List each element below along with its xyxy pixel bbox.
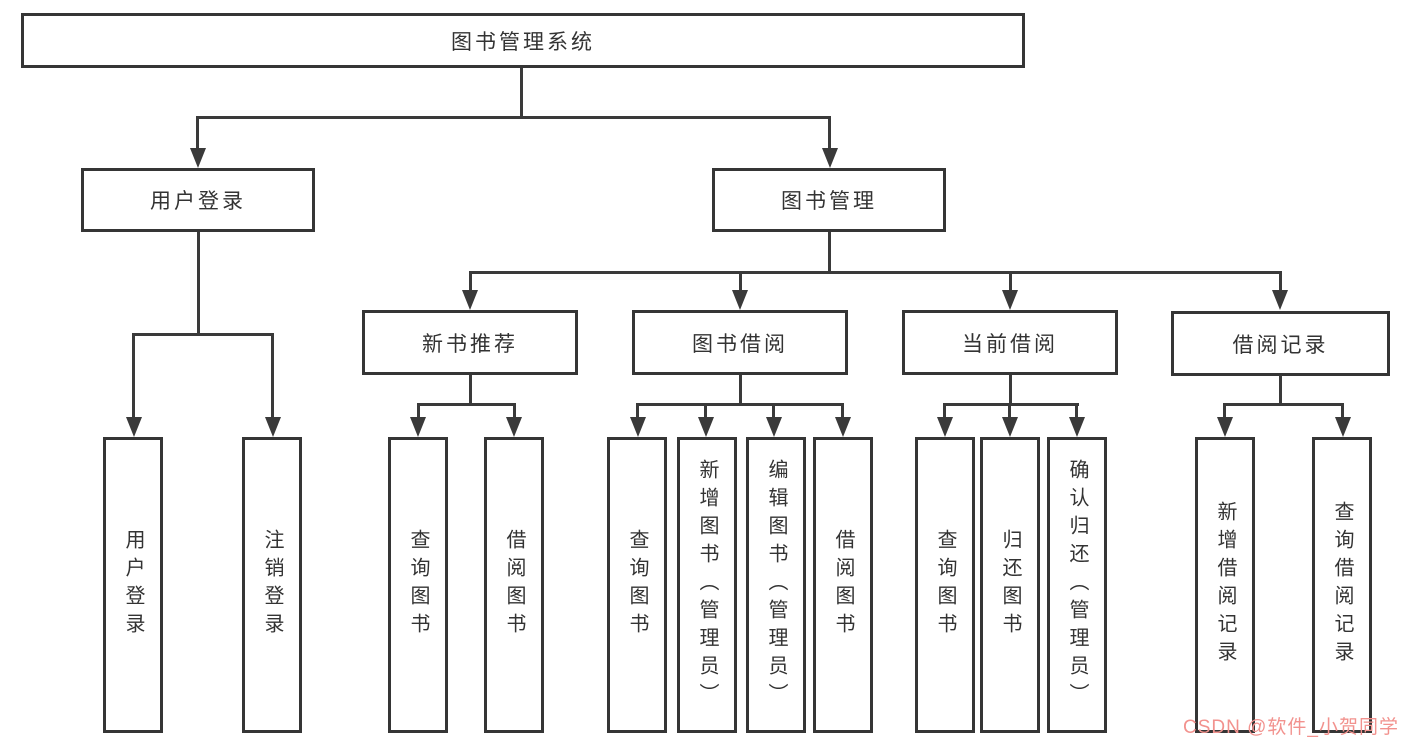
connector-user-login-rail	[132, 333, 274, 336]
node-leaf-query-borrow-record: 查询借阅记录	[1312, 437, 1372, 733]
connector-leaf	[636, 403, 639, 419]
arrow-down-icon	[835, 417, 851, 437]
node-leaf-confirm-return-admin: 确认归还（管理员）	[1047, 437, 1107, 733]
arrow-down-icon	[766, 417, 782, 437]
connector-root-stem	[520, 68, 523, 118]
arrow-down-icon	[1335, 417, 1351, 437]
connector-to-logout	[271, 333, 274, 419]
arrow-down-icon	[126, 417, 142, 437]
csdn-watermark: CSDN @软件_小贺同学	[1183, 717, 1399, 738]
arrow-down-icon	[190, 148, 206, 168]
arrow-down-icon	[698, 417, 714, 437]
node-new-book-recommendation: 新书推荐	[362, 310, 578, 375]
leaf-label: 查询借阅记录	[1331, 501, 1353, 669]
connector-leaf	[704, 403, 707, 419]
arrow-down-icon	[1272, 290, 1288, 310]
connector-to-current	[1009, 271, 1012, 292]
arrow-down-icon	[1069, 417, 1085, 437]
node-library-management-system: 图书管理系统	[21, 13, 1025, 68]
connector-records-stem	[1279, 375, 1282, 405]
node-leaf-query-books: 查询图书	[607, 437, 667, 733]
node-borrow-records: 借阅记录	[1171, 311, 1390, 376]
node-leaf-return-books: 归还图书	[980, 437, 1040, 733]
node-book-borrowing: 图书借阅	[632, 310, 848, 375]
node-leaf-borrow-books: 借阅图书	[484, 437, 544, 733]
leaf-label: 归还图书	[999, 529, 1021, 641]
connector-to-new-book	[469, 271, 472, 292]
connector-leaf	[513, 403, 516, 419]
connector-to-book-management	[828, 116, 831, 150]
arrow-down-icon	[822, 148, 838, 168]
arrow-down-icon	[1217, 417, 1233, 437]
arrow-down-icon	[732, 290, 748, 310]
leaf-label: 查询图书	[407, 529, 429, 641]
arrow-down-icon	[506, 417, 522, 437]
leaf-label: 查询图书	[934, 529, 956, 641]
node-user-login: 用户登录	[81, 168, 315, 232]
node-leaf-query-books: 查询图书	[388, 437, 448, 733]
node-leaf-add-borrow-record: 新增借阅记录	[1195, 437, 1255, 733]
node-book-management: 图书管理	[712, 168, 946, 232]
connector-to-borrowing	[739, 271, 742, 292]
leaf-label: 借阅图书	[832, 529, 854, 641]
connector-book-mgmt-rail	[469, 271, 1282, 274]
connector-borrowing-rail	[636, 403, 844, 406]
arrow-down-icon	[462, 290, 478, 310]
connector-to-login-action	[132, 333, 135, 419]
connector-records-rail	[1224, 403, 1343, 406]
node-leaf-query-books: 查询图书	[915, 437, 975, 733]
connector-leaf	[1341, 403, 1344, 419]
leaf-label: 借阅图书	[503, 529, 525, 641]
node-leaf-add-books-admin: 新增图书（管理员）	[677, 437, 737, 733]
connector-leaf	[841, 403, 844, 419]
leaf-label: 确认归还（管理员）	[1066, 459, 1088, 711]
connector-user-login-stem	[197, 232, 200, 334]
node-leaf-user-login: 用户登录	[103, 437, 163, 733]
leaf-label: 编辑图书（管理员）	[765, 459, 787, 711]
leaf-label: 新增借阅记录	[1214, 501, 1236, 669]
connector-current-stem	[1009, 375, 1012, 405]
node-leaf-edit-books-admin: 编辑图书（管理员）	[746, 437, 806, 733]
connector-leaf	[1075, 403, 1078, 419]
node-current-borrowing: 当前借阅	[902, 310, 1118, 375]
connector-new-book-rail	[417, 403, 516, 406]
arrow-down-icon	[1002, 290, 1018, 310]
connector-leaf	[417, 403, 420, 419]
leaf-label: 新增图书（管理员）	[696, 459, 718, 711]
connector-book-mgmt-stem	[828, 232, 831, 273]
connector-new-book-stem	[469, 375, 472, 405]
node-leaf-borrow-books: 借阅图书	[813, 437, 873, 733]
leaf-label: 注销登录	[261, 529, 283, 641]
connector-leaf	[1223, 403, 1226, 419]
arrow-down-icon	[630, 417, 646, 437]
connector-to-records	[1279, 271, 1282, 292]
arrow-down-icon	[265, 417, 281, 437]
node-leaf-logout: 注销登录	[242, 437, 302, 733]
connector-current-rail	[943, 403, 1079, 406]
connector-to-user-login	[196, 116, 199, 150]
arrow-down-icon	[410, 417, 426, 437]
arrow-down-icon	[1002, 417, 1018, 437]
connector-root-rail	[196, 116, 831, 119]
connector-borrowing-stem	[739, 375, 742, 405]
connector-leaf	[943, 403, 946, 419]
leaf-label: 查询图书	[626, 529, 648, 641]
arrow-down-icon	[937, 417, 953, 437]
connector-leaf	[1008, 403, 1011, 419]
connector-leaf	[772, 403, 775, 419]
leaf-label: 用户登录	[122, 529, 144, 641]
